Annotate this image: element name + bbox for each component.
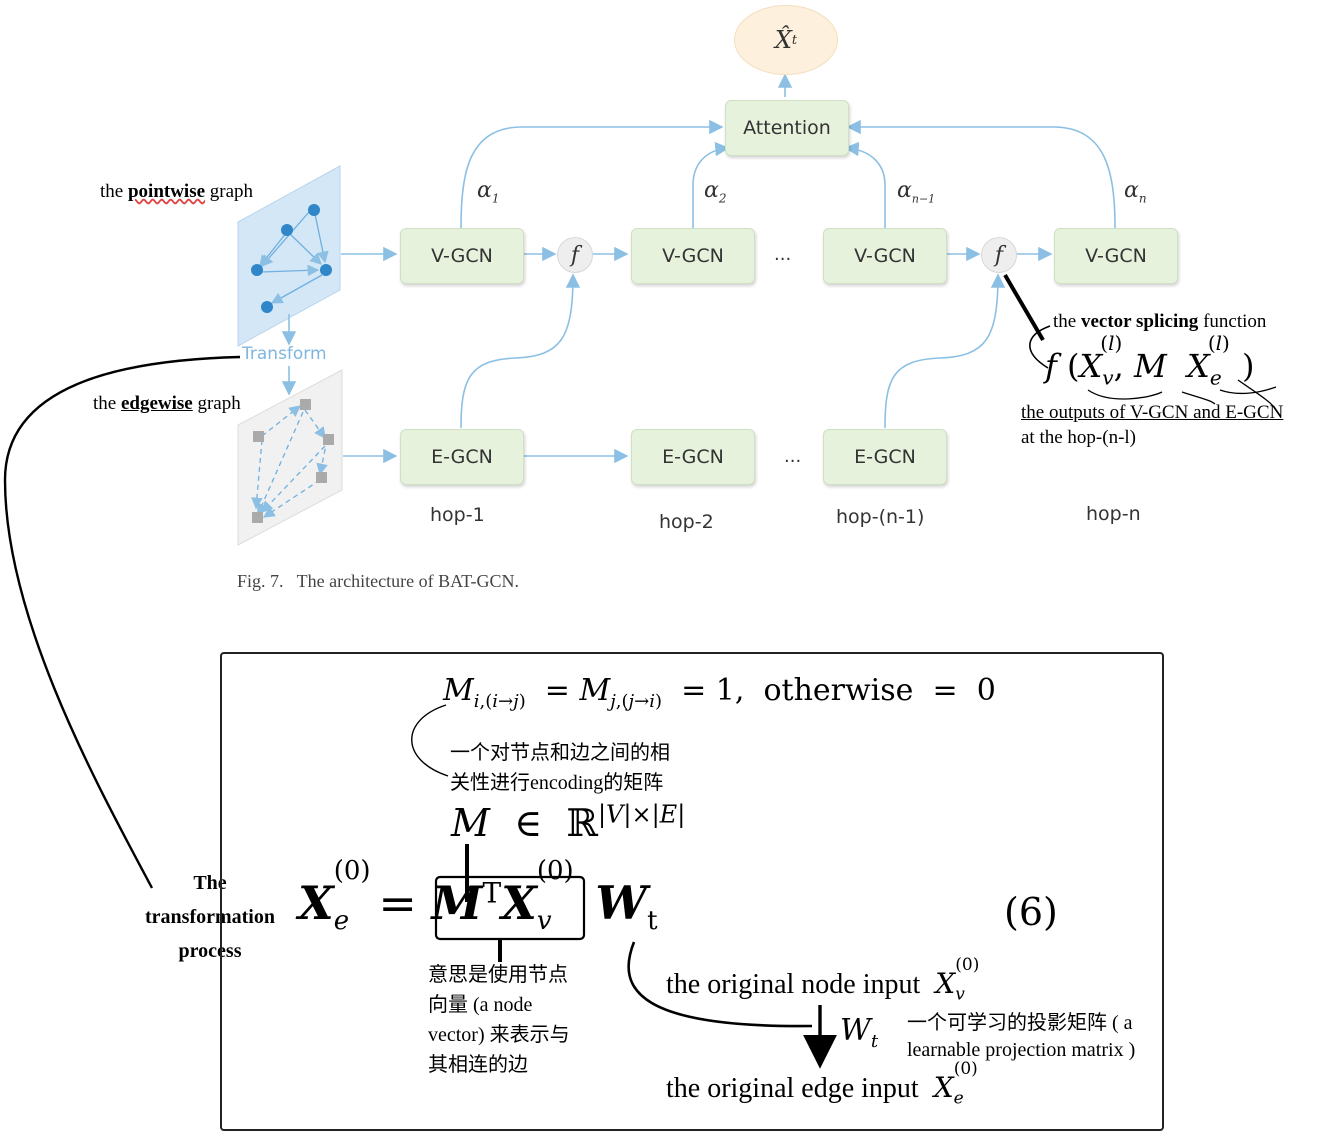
- output-node: X̂t: [734, 5, 838, 75]
- edgewise-pre: the: [93, 393, 121, 414]
- main-equation-text: Xe(0) = MTXv(0) Wt: [298, 856, 658, 937]
- alpha-subscript: 2: [718, 191, 727, 206]
- attention-box: Attention: [725, 100, 849, 156]
- transformation-process-label: The transformation process: [140, 866, 280, 968]
- vgcn-box: V-GCN: [631, 228, 755, 284]
- edgewise-graph-panel: [237, 369, 343, 546]
- splicing-formula: f (Xv(l), M Xe(l) ): [1045, 331, 1255, 390]
- projection-note-line: learnable projection matrix ): [907, 1039, 1136, 1061]
- pointwise-post: graph: [205, 181, 254, 202]
- edgewise-post: graph: [192, 393, 241, 414]
- hop-label: hop-(n-1): [836, 506, 925, 528]
- egcn-box: E-GCN: [823, 429, 947, 485]
- alpha-weight: α2: [704, 178, 727, 206]
- ellipsis: ...: [774, 244, 792, 265]
- output-node-subscript: t: [791, 32, 798, 48]
- transform-label: Transform: [242, 344, 327, 364]
- pointwise-graph-label: the pointwise graph: [100, 182, 253, 201]
- transformation-line: The: [193, 872, 227, 894]
- matrix-definition-text: M ∈ ℝ|V|×|E|: [451, 800, 686, 845]
- edge-input-text: the original edge input: [666, 1073, 919, 1104]
- alpha-symbol: α: [477, 178, 492, 203]
- alpha-subscript: n: [1138, 191, 1147, 206]
- alpha-weight: α1: [477, 178, 500, 206]
- explanation-line: 向量 (a node: [428, 994, 533, 1016]
- projection-symbol-w: W: [840, 1013, 871, 1048]
- graph-node: [320, 264, 332, 276]
- adjacency-definition: Mi,(i→j) = Mj,(j→i) = 1, otherwise = 0: [443, 676, 996, 711]
- figure-caption: Fig. 7. The architecture of BAT-GCN.: [237, 571, 519, 591]
- projection-symbol-sub: t: [870, 1031, 879, 1052]
- graph-node: [251, 264, 263, 276]
- outputs-label: the outputs of V-GCN and E-GCN: [1021, 402, 1284, 423]
- adjacency-definition-text: Mi,(i→j) = Mj,(j→i) = 1, otherwise = 0: [443, 673, 996, 712]
- alpha-symbol: α: [897, 178, 912, 203]
- explanation-line: vector) 来表示与: [428, 1024, 570, 1046]
- graph-node: [281, 224, 293, 236]
- edge-input-label: the original edge input Xe(0): [666, 1059, 978, 1109]
- transformation-line: process: [178, 940, 242, 962]
- hop-label: hop-2: [659, 511, 714, 533]
- projection-note: 一个可学习的投影矩阵 ( a learnable projection matr…: [907, 1010, 1135, 1064]
- matrix-note: 一个对节点和边之间的相 关性进行encoding的矩阵: [450, 738, 670, 798]
- splicing-formula-text: f: [1045, 347, 1057, 385]
- matrix-definition: M ∈ ℝ|V|×|E|: [451, 802, 685, 842]
- explanation-line: 其相连的边: [428, 1054, 528, 1076]
- alpha-subscript: 1: [491, 191, 500, 206]
- hop-label: hop-n: [1086, 503, 1141, 525]
- splice-function-node: f: [557, 237, 593, 273]
- alpha-symbol: α: [704, 178, 719, 203]
- splice-function-node: f: [981, 237, 1017, 273]
- matrix-note-line: 一个对节点和边之间的相: [450, 742, 670, 764]
- vgcn-box: V-GCN: [1054, 228, 1178, 284]
- explanation-line: 意思是使用节点: [428, 964, 568, 986]
- pointwise-keyword: pointwise: [127, 181, 206, 202]
- node-input-text: the original node input: [666, 969, 921, 1000]
- transformation-line: transformation: [145, 906, 275, 928]
- graph-node: [261, 301, 273, 313]
- node-input-label: the original node input Xv(0): [666, 955, 980, 1005]
- graph-node: [308, 204, 320, 216]
- output-node-symbol: X̂: [774, 26, 792, 54]
- edgewise-graph-label: the edgewise graph: [93, 394, 241, 413]
- alpha-weight: αn: [1124, 178, 1147, 206]
- alpha-weight: αn−1: [897, 178, 936, 206]
- equation-number: (6): [1004, 890, 1058, 934]
- matrix-note-line: 关性进行encoding的矩阵: [450, 772, 664, 794]
- hop-index-label: at the hop-(n-l): [1021, 427, 1137, 448]
- splicing-keyword: vector splicing: [1080, 311, 1199, 332]
- edgewise-keyword: edgewise: [120, 393, 193, 414]
- alpha-symbol: α: [1124, 178, 1139, 203]
- formula-frame: [220, 652, 1164, 1131]
- egcn-box: E-GCN: [631, 429, 755, 485]
- egcn-box: E-GCN: [400, 429, 524, 485]
- ellipsis: ...: [784, 446, 802, 467]
- alpha-subscript: n−1: [911, 192, 936, 206]
- projection-note-line: 一个可学习的投影矩阵 ( a: [907, 1012, 1133, 1034]
- pointwise-pre: the: [100, 181, 128, 202]
- main-equation: Xe(0) = MTXv(0) Wt: [298, 858, 658, 934]
- vector-splicing-label: the vector splicing function: [1053, 312, 1266, 331]
- pointwise-graph-panel: [237, 165, 341, 347]
- hop-label: hop-1: [430, 504, 485, 526]
- splicing-post: function: [1198, 311, 1267, 332]
- projection-symbol: Wt: [840, 1016, 878, 1051]
- explanation-note: 意思是使用节点 向量 (a node vector) 来表示与 其相连的边: [428, 960, 570, 1080]
- vgcn-box: V-GCN: [823, 228, 947, 284]
- vgcn-box: V-GCN: [400, 228, 524, 284]
- splicing-pre: the: [1053, 311, 1081, 332]
